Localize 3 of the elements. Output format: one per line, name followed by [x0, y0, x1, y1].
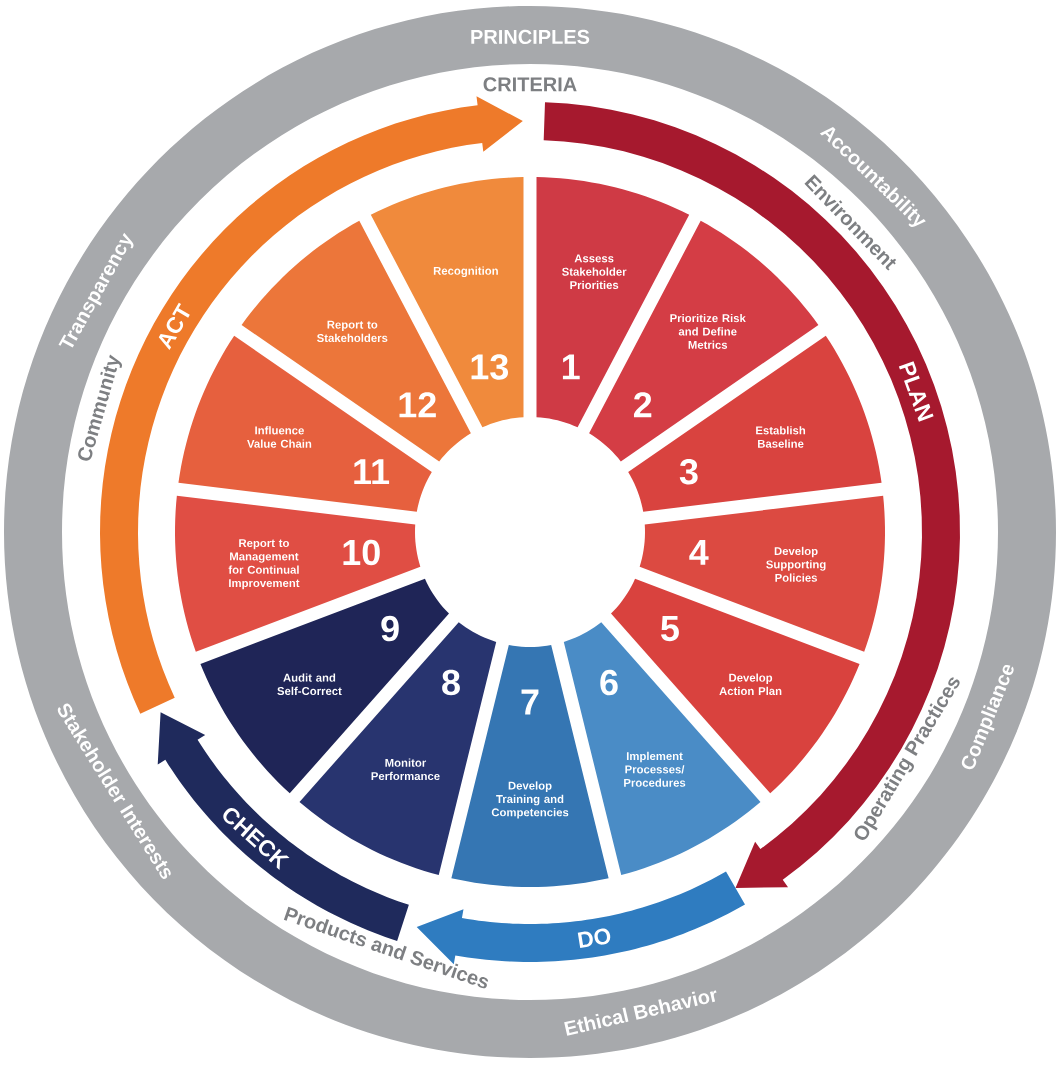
node-label: 1 — [562, 354, 580, 380]
node-label: 2 — [633, 392, 652, 418]
criteria-label: CRITERIA — [483, 77, 577, 92]
